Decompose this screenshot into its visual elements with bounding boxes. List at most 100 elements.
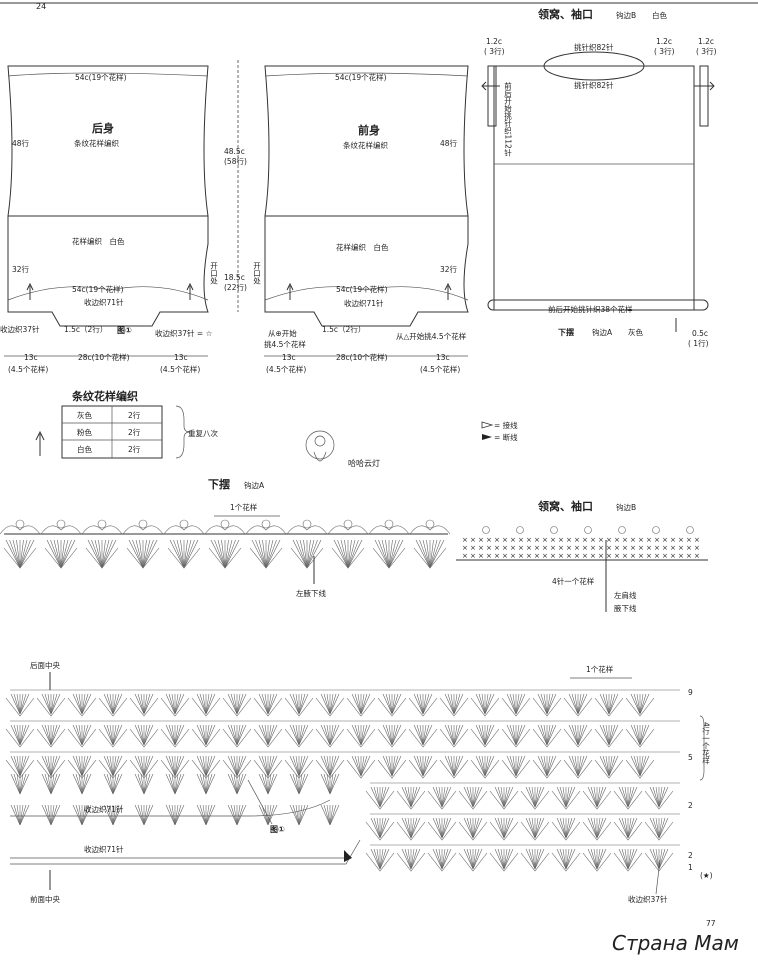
row-num-2b: 2 — [688, 851, 693, 860]
single-crochet-mark: × — [614, 544, 620, 552]
single-crochet-mark: × — [670, 544, 676, 552]
row-num-1: 1 — [688, 863, 693, 872]
single-crochet-mark: × — [566, 552, 572, 560]
single-crochet-mark: × — [542, 544, 548, 552]
legend: = 接线 = 断线 — [481, 420, 518, 442]
single-crochet-mark: × — [638, 544, 644, 552]
single-crochet-mark: × — [566, 544, 572, 552]
picot-mark — [584, 526, 592, 534]
neck-top-pick: 挑针织82针 — [574, 42, 614, 52]
row-num-5: 5 — [688, 753, 693, 762]
main-bind1: 收边织71针 — [84, 804, 124, 814]
single-crochet-mark: × — [550, 552, 556, 560]
back-center-label: 后面中央 — [30, 660, 60, 670]
fan-motif — [327, 519, 369, 569]
back-left-bind: 收边织37针 — [0, 324, 40, 334]
dimension-rows: 13c (4.5个花样) 28c(10个花样) 13c (4.5个花样) 13c… — [4, 352, 468, 374]
neck-chart-hook: 钩边B — [616, 502, 636, 512]
page-number-top: 24 — [36, 2, 46, 11]
fan-motif — [286, 519, 328, 569]
front-right-note: 从△开始挑4.5个花样 — [396, 331, 467, 341]
single-crochet-mark: × — [614, 536, 620, 544]
back-gap: 1.5c（2行） — [64, 324, 107, 334]
neck-hem-w: 0.5c — [692, 329, 708, 338]
hem-hook: 钩边A — [244, 480, 265, 490]
single-crochet-mark: × — [558, 552, 564, 560]
single-crochet-mark: × — [574, 536, 580, 544]
single-crochet-mark: × — [558, 536, 564, 544]
single-crochet-mark: × — [590, 536, 596, 544]
single-crochet-mark: × — [638, 552, 644, 560]
single-crochet-mark: × — [542, 552, 548, 560]
single-crochet-mark: × — [670, 536, 676, 544]
single-crochet-mark: × — [590, 544, 596, 552]
single-crochet-mark: × — [494, 552, 500, 560]
stitch-row — [5, 689, 680, 717]
single-crochet-mark: × — [510, 536, 516, 544]
single-crochet-mark: × — [534, 536, 540, 544]
neck-chart: 领窝、袖口 钩边B ××××××××××××××××××××××××××××××… — [456, 499, 708, 613]
row-num-9: 9 — [688, 688, 693, 697]
single-crochet-mark: × — [518, 544, 524, 552]
back-bind: 收边织71针 — [84, 297, 124, 307]
stripe-color-0: 灰色 — [77, 410, 92, 420]
single-crochet-mark: × — [462, 552, 468, 560]
picot-mark — [686, 526, 694, 534]
stripe-title: 条纹花样编织 — [71, 389, 138, 403]
stitch-row — [365, 782, 680, 810]
single-crochet-mark: × — [574, 544, 580, 552]
single-crochet-mark: × — [486, 544, 492, 552]
dim-3b: (4.5个花样) — [160, 364, 200, 374]
single-crochet-mark: × — [606, 544, 612, 552]
neck-chart-title: 领窝、袖口 — [537, 499, 593, 513]
front-rows-lower: 32行 — [440, 264, 458, 274]
fan-motif — [204, 519, 246, 569]
back-fig: 图① — [117, 326, 132, 335]
front-width-top: 54c(19个花样) — [335, 72, 387, 82]
main-bind3: 收边织37针 — [628, 894, 668, 904]
single-crochet-mark: × — [630, 552, 636, 560]
single-crochet-mark: × — [654, 544, 660, 552]
dim-6: 13c — [436, 353, 450, 362]
middle-measure: 48.5c (58行) 18.5c (22行) 开口处 开口处 — [209, 60, 262, 312]
single-crochet-mark: × — [662, 552, 668, 560]
legend-join: = 接线 — [494, 420, 518, 430]
single-crochet-mark: × — [662, 544, 668, 552]
stripe-color-1: 粉色 — [77, 427, 92, 437]
hem-repeat: 1个花样 — [230, 502, 258, 512]
single-crochet-mark: × — [478, 536, 484, 544]
picot-mark — [482, 526, 490, 534]
back-width-top: 54c(19个花样) — [75, 72, 127, 82]
neck-color: 白色 — [652, 10, 667, 20]
join-yarn-icon — [481, 421, 494, 429]
single-crochet-mark: × — [582, 536, 588, 544]
neck-top-pick2: 挑针织82针 — [574, 80, 614, 90]
dim-3: 13c — [174, 353, 188, 362]
front-left-note1: 从⊕开始 — [268, 328, 297, 338]
single-crochet-mark: × — [550, 536, 556, 544]
height-total-rows: (58行) — [224, 156, 247, 166]
height-lower-rows: (22行) — [224, 282, 247, 292]
single-crochet-mark: × — [582, 544, 588, 552]
single-crochet-mark: × — [694, 544, 700, 552]
fan-motif — [122, 519, 164, 569]
neck-right-w: 1.2c — [656, 37, 672, 46]
single-crochet-mark: × — [462, 544, 468, 552]
stitch-row — [5, 720, 680, 748]
neck-hem-color: 灰色 — [628, 327, 643, 337]
single-crochet-mark: × — [494, 544, 500, 552]
neck-hem-label: 下摆 — [558, 327, 574, 337]
dim-4: 13c — [282, 353, 296, 362]
opening-left: 开口处 — [209, 262, 218, 286]
stitch-row — [10, 773, 340, 795]
front-lower-pattern: 花样编织 白色 — [336, 242, 389, 252]
side-rows-label: 4行一个花样 — [701, 722, 710, 765]
page-number-bottom: 77 — [706, 919, 716, 928]
back-width-bottom: 54c(19个花样) — [72, 284, 124, 294]
single-crochet-mark: × — [694, 552, 700, 560]
single-crochet-mark: × — [686, 552, 692, 560]
logo-stamp: 哈哈云灯 — [305, 430, 380, 468]
single-crochet-mark: × — [518, 552, 524, 560]
single-crochet-mark: × — [678, 536, 684, 544]
single-crochet-mark: × — [630, 536, 636, 544]
